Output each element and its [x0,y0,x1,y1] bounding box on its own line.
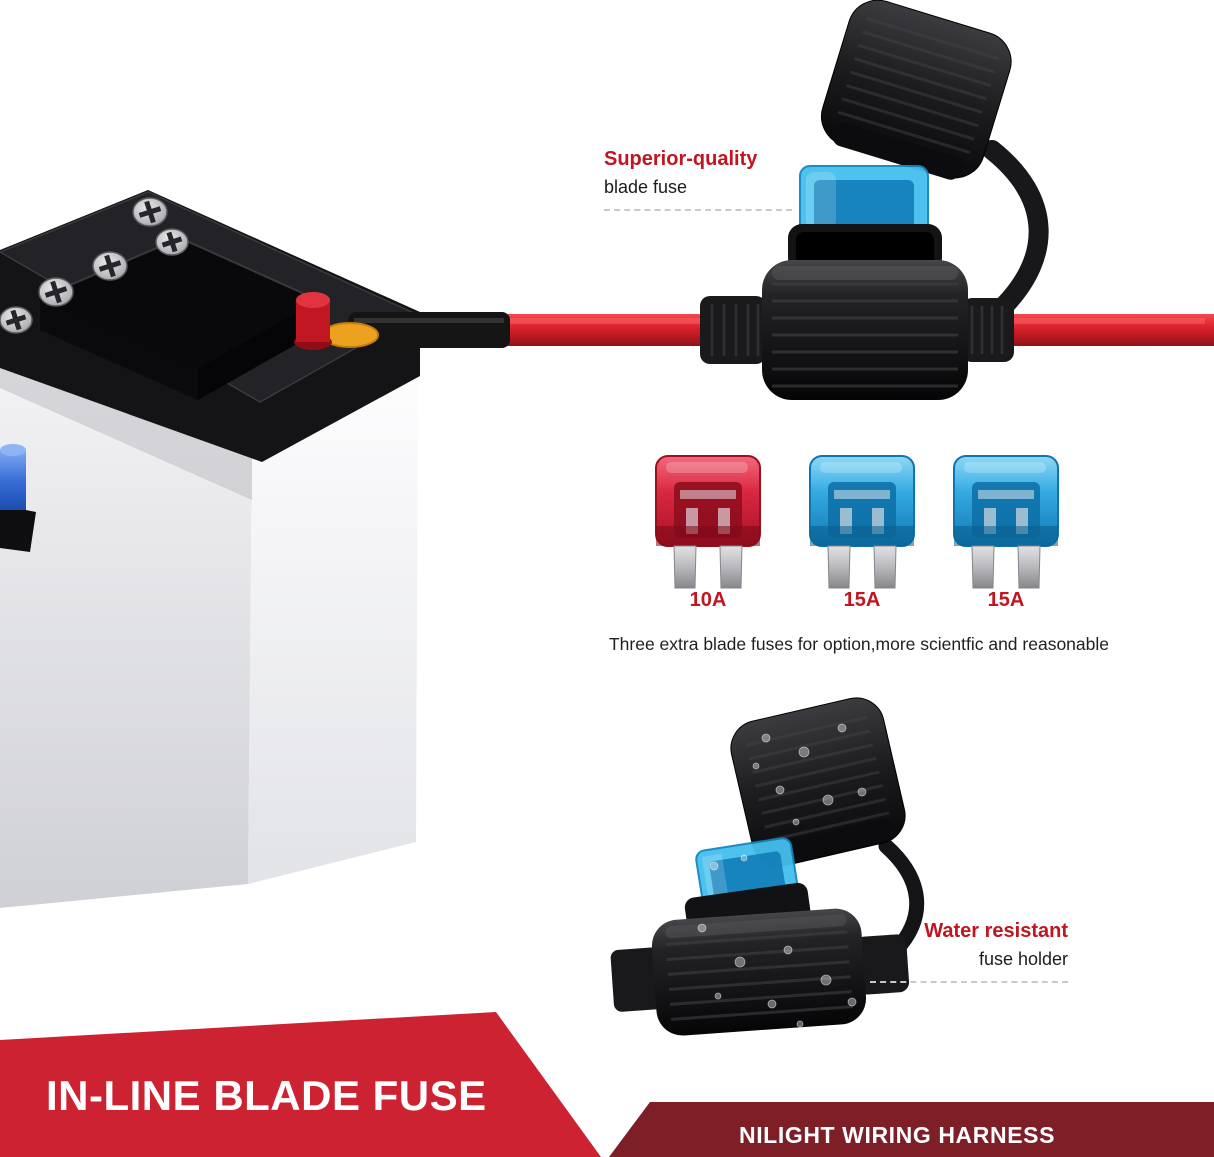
red-ribbon-banner [0,1012,601,1157]
spare-fuse-blue-15a-2 [953,455,1059,589]
blade-fuse-callout-subtitle: blade fuse [604,177,688,197]
terminal-screws [0,197,189,334]
battery-blue-terminal [0,444,36,552]
spare-fuse-red-10a [655,455,761,589]
fuse-amp-label-15a-1: 15A [843,589,881,611]
blade-fuse-callout-title: Superior-quality [604,148,758,170]
blade-fuse-callout: Superior-quality blade fuse [604,147,792,211]
cap-tether-strap [982,140,1049,316]
spare-fuses-caption: Three extra blade fuses for option,more … [608,634,1109,654]
water-resistant-callout-title: Water resistant [924,920,1068,942]
water-droplets [697,723,867,1028]
car-battery-illustration [0,190,420,908]
dark-red-banner-strip [609,1102,1214,1157]
water-resistant-fuse-holder [610,697,925,1036]
fuse-amp-label-10a: 10A [689,589,727,611]
blade-fuse-leader-line [604,208,792,211]
water-resistant-leader-line [870,980,1068,983]
water-resistant-callout-subtitle: fuse holder [978,949,1068,969]
product-title: IN-LINE BLADE FUSE [46,1072,487,1119]
fuse-holder-cap [820,0,1012,180]
inline-fuse-holder [700,0,1049,400]
brand-line: NILIGHT WIRING HARNESS [738,1122,1056,1148]
spare-fuse-blue-15a-1 [809,455,915,589]
fuse-amp-label-15a-2: 15A [987,589,1025,611]
water-resistant-callout: Water resistant fuse holder [870,919,1068,983]
battery-red-terminal [294,292,379,350]
